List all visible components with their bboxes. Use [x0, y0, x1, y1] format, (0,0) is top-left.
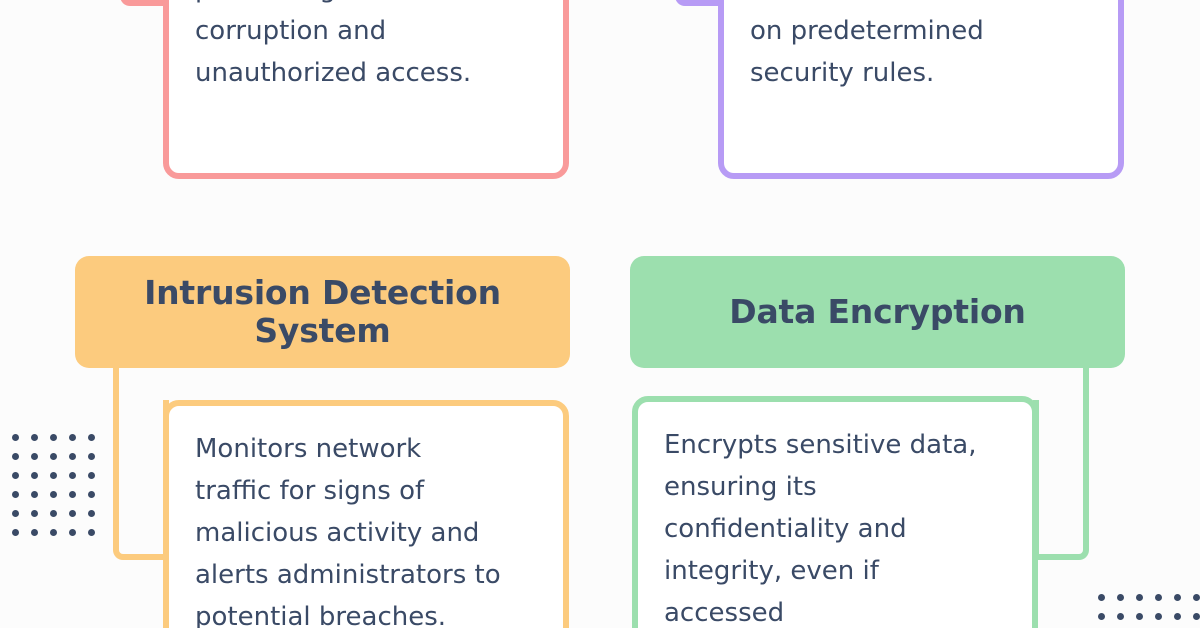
dot — [25, 504, 44, 523]
dot — [25, 447, 44, 466]
dot — [1092, 607, 1111, 626]
dot — [1149, 607, 1168, 626]
header-data-encryption: Data Encryption — [630, 256, 1125, 368]
dot — [6, 466, 25, 485]
dot — [44, 504, 63, 523]
dot — [63, 523, 82, 542]
dot — [82, 466, 101, 485]
dot — [6, 485, 25, 504]
card-intrusion-detection-system-body-text: Monitors network traffic for signs of ma… — [195, 434, 501, 628]
dot — [1092, 588, 1111, 607]
dot — [63, 466, 82, 485]
header-intrusion-detection-system: Intrusion Detection System — [75, 256, 570, 368]
dot — [82, 504, 101, 523]
dot — [82, 447, 101, 466]
card-intrusion-detection-system: Monitors network traffic for signs of ma… — [163, 400, 569, 628]
dot — [1168, 588, 1187, 607]
dot — [25, 485, 44, 504]
connector-intrusion-detection-system — [113, 368, 169, 560]
dot — [6, 504, 25, 523]
dot — [44, 523, 63, 542]
dot — [1130, 588, 1149, 607]
dot — [1168, 607, 1187, 626]
dot — [82, 428, 101, 447]
dot — [63, 447, 82, 466]
dot — [25, 523, 44, 542]
dot — [44, 447, 63, 466]
dot — [63, 428, 82, 447]
dot-grid-left-decoration — [6, 428, 101, 542]
dot — [63, 504, 82, 523]
card-data-encryption: Encrypts sensitive data, ensuring its co… — [632, 396, 1038, 628]
dot — [1187, 607, 1200, 626]
card-firewall-body-text: network traffic based on predetermined s… — [750, 0, 1027, 89]
dot — [1187, 588, 1200, 607]
dot-grid-bottom-right-decoration — [1092, 588, 1200, 628]
dot — [1149, 588, 1168, 607]
dot — [1111, 588, 1130, 607]
dot — [63, 485, 82, 504]
dot — [6, 428, 25, 447]
dot — [6, 523, 25, 542]
connector-firewall — [675, 0, 724, 6]
connector-data-encryption — [1033, 368, 1089, 560]
dot — [44, 428, 63, 447]
card-data-encryption-body-text: Encrypts sensitive data, ensuring its co… — [664, 430, 977, 628]
dot — [82, 523, 101, 542]
dot — [25, 428, 44, 447]
card-firewall: network traffic based on predetermined s… — [718, 0, 1124, 179]
dot — [6, 447, 25, 466]
dot — [44, 485, 63, 504]
dot — [1111, 607, 1130, 626]
dot — [25, 466, 44, 485]
dot — [44, 466, 63, 485]
connector-data-integrity — [120, 0, 169, 6]
card-data-integrity-body-text: preventing data corruption and unauthori… — [195, 0, 472, 89]
dot — [82, 485, 101, 504]
dot — [1130, 607, 1149, 626]
card-data-integrity: preventing data corruption and unauthori… — [163, 0, 569, 179]
